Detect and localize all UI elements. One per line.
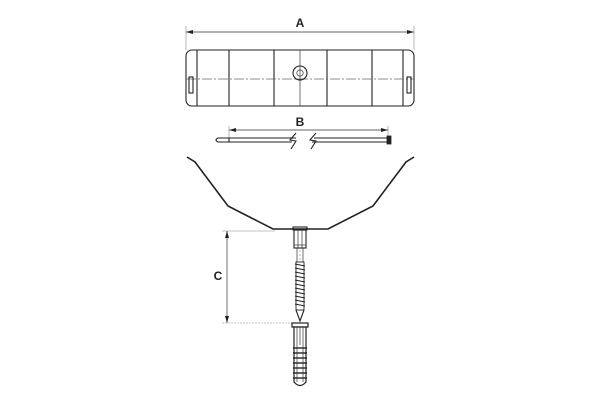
slot-right — [406, 76, 412, 94]
wall-plug — [291, 322, 309, 387]
cable-tie-head — [386, 135, 392, 145]
dimension-a: A — [185, 16, 415, 50]
bracket-profile — [186, 156, 415, 230]
mounting-plate — [185, 49, 415, 107]
screw — [292, 226, 308, 323]
dimension-b: B — [228, 115, 389, 140]
cable-tie — [215, 132, 392, 150]
screw-hole-icon — [292, 65, 308, 81]
dimension-label-a: A — [296, 16, 305, 30]
dimension-label-c: C — [214, 269, 223, 283]
dimension-label-b: B — [296, 115, 305, 129]
dimension-c: C — [214, 230, 295, 324]
slot-left — [188, 76, 194, 94]
